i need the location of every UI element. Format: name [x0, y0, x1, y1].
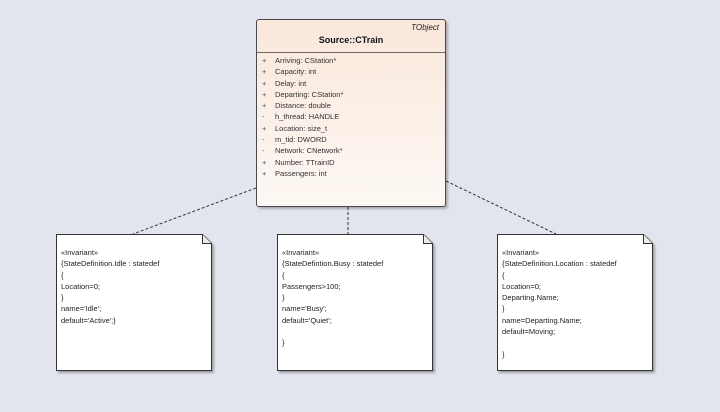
attribute-row[interactable]: + Delay: int — [257, 78, 343, 89]
attribute-row[interactable]: -m_tid: DWORD — [257, 134, 343, 145]
note-line: } — [282, 293, 285, 303]
visibility-marker: + — [262, 168, 267, 178]
visibility-marker: - — [262, 135, 265, 145]
class-ctrain[interactable]: TObject Source::CTrain + Arriving: CStati… — [256, 19, 446, 207]
note-line: {StateDefinition.Location : statedef — [502, 259, 617, 269]
note-line: } — [61, 293, 64, 303]
attribute-text: Distance: double — [275, 101, 331, 111]
note-line: name='Busy'; — [282, 304, 327, 314]
attribute-text: Arriving: CStation* — [275, 56, 337, 65]
attribute-text: Departing: CStation* — [275, 89, 344, 99]
connector-right — [445, 180, 557, 235]
note-line: «Invariant» — [502, 248, 540, 257]
connector-left — [132, 187, 257, 235]
note-line: default='Active';} — [61, 315, 116, 325]
attribute-text: Network: CNetwork* — [275, 146, 343, 156]
attribute-row[interactable]: + Departing: CStation* — [257, 89, 343, 100]
attribute-row[interactable]: + Distance: double — [257, 100, 343, 111]
note-shape — [497, 234, 653, 371]
note-line: {StateDefinition.Idle : statedef — [61, 259, 160, 269]
note-line: { — [502, 270, 505, 280]
note-shape — [56, 234, 212, 371]
attribute-text: m_tid: DWORD — [275, 135, 327, 145]
note-line: Departing.Name; — [502, 293, 559, 303]
attribute-text: Passengers: int — [275, 168, 327, 178]
class-divider — [257, 52, 445, 53]
attribute-row[interactable]: -h_thread: HANDLE — [257, 111, 343, 122]
note-location[interactable]: «Invariant» {StateDefinition.Location : … — [497, 234, 653, 371]
visibility-marker: - — [262, 112, 265, 122]
note-line: Location=0; — [61, 281, 100, 291]
note-line: {StateDefintion.Busy : statedef — [282, 259, 384, 269]
attribute-row[interactable]: + Capacity: int — [257, 66, 343, 77]
note-line: «Invariant» — [61, 248, 99, 257]
attribute-text: Capacity: int — [275, 67, 317, 77]
note-line: default=Moving; — [502, 327, 556, 337]
class-stereotype: TObject — [411, 23, 439, 32]
attribute-text: h_thread: HANDLE — [275, 112, 340, 122]
note-line — [282, 326, 419, 337]
note-line: } — [502, 349, 505, 359]
note-line: «Invariant» — [282, 248, 320, 257]
note-idle[interactable]: «Invariant» {StateDefinition.Idle : stat… — [56, 234, 212, 371]
note-line: name='Idle'; — [61, 304, 102, 314]
visibility-marker: + — [262, 78, 267, 88]
attribute-list: + Arriving: CStation* + Capacity: int + Del… — [257, 55, 343, 179]
attribute-row[interactable]: + Location: size_t — [257, 123, 343, 134]
attribute-row[interactable]: + Number: TTrainID — [257, 157, 343, 168]
attribute-row[interactable]: -Network: CNetwork* — [257, 145, 343, 156]
visibility-marker: + — [262, 123, 267, 133]
attribute-text: Number: TTrainID — [275, 157, 335, 167]
note-text: «Invariant» {StateDefintion.Busy : state… — [282, 247, 419, 349]
note-text: «Invariant» {StateDefinition.Idle : stat… — [61, 247, 198, 326]
note-line: { — [61, 270, 64, 280]
note-line: Passengers>100; — [282, 281, 341, 291]
attribute-row[interactable]: + Passengers: int — [257, 168, 343, 179]
attribute-text: Location: size_t — [275, 123, 328, 133]
visibility-marker: - — [262, 146, 265, 156]
note-busy[interactable]: «Invariant» {StateDefintion.Busy : state… — [277, 234, 433, 371]
visibility-marker: + — [262, 89, 267, 99]
note-line: } — [502, 304, 505, 314]
visibility-marker: + — [262, 56, 267, 65]
class-name: Source::CTrain — [318, 35, 384, 45]
visibility-marker: + — [262, 101, 267, 111]
note-text: «Invariant» {StateDefinition.Location : … — [502, 247, 639, 360]
note-line: name=Departing.Name; — [502, 315, 582, 325]
attribute-row[interactable]: + Arriving: CStation* — [257, 55, 343, 66]
note-line — [502, 337, 639, 348]
note-line: Location=0; — [502, 281, 541, 291]
note-shape — [277, 234, 433, 371]
note-line: } — [282, 338, 285, 348]
visibility-marker: + — [262, 157, 267, 167]
note-line: { — [282, 270, 285, 280]
note-line: default='Quiet'; — [282, 315, 332, 325]
attribute-text: Delay: int — [275, 78, 307, 88]
visibility-marker: + — [262, 67, 267, 77]
